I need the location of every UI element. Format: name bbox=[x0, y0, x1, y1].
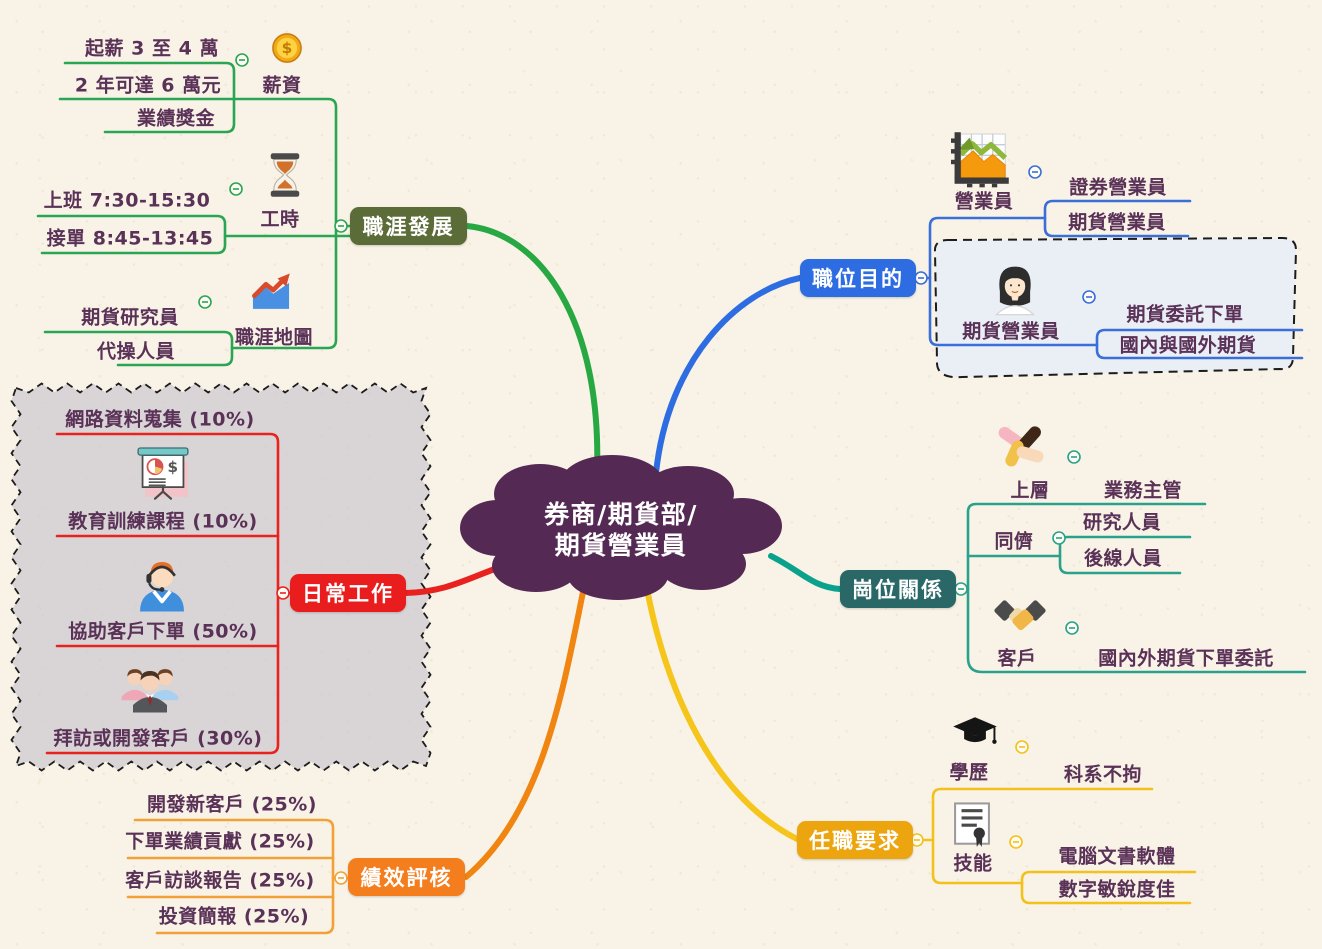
relations-curve bbox=[768, 553, 843, 592]
central-topic-cloud[interactable] bbox=[460, 455, 782, 600]
collapse-toggle[interactable] bbox=[276, 586, 290, 600]
branch-label-performance[interactable]: 績效評核 bbox=[348, 858, 465, 896]
collapse-toggle[interactable] bbox=[954, 582, 968, 596]
central-curves bbox=[402, 223, 843, 880]
branch-label-daily-work[interactable]: 日常工作 bbox=[290, 574, 406, 612]
handshake-icon bbox=[994, 600, 1046, 631]
node-web-data-collection[interactable]: 網路資料蒐集 (10%) bbox=[65, 408, 255, 431]
daily-curve bbox=[402, 563, 506, 596]
node-any-major[interactable]: 科系不拘 bbox=[1063, 763, 1143, 786]
node-futures-sales[interactable]: 期貨營業員 bbox=[1068, 211, 1166, 234]
central-topic-line2[interactable]: 期貨營業員 bbox=[554, 531, 688, 560]
svg-text:$: $ bbox=[168, 458, 179, 476]
collapse-toggle[interactable] bbox=[198, 295, 212, 309]
node-number-sense[interactable]: 數字敏銳度佳 bbox=[1058, 878, 1176, 901]
node-interview-report[interactable]: 客戶訪談報告 (25%) bbox=[125, 869, 315, 892]
collapse-toggle[interactable] bbox=[1009, 835, 1023, 849]
collapse-toggle[interactable] bbox=[1067, 450, 1081, 464]
collapse-toggle[interactable] bbox=[1082, 290, 1096, 304]
branch-label-purpose[interactable]: 職位目的 bbox=[800, 259, 916, 297]
node-office-software[interactable]: 電腦文書軟體 bbox=[1058, 845, 1176, 868]
node-working-hours[interactable]: 工時 bbox=[260, 208, 300, 231]
node-investment-brief[interactable]: 投資簡報 (25%) bbox=[158, 905, 310, 928]
node-domestic-foreign[interactable]: 國內與國外期貨 bbox=[1119, 334, 1257, 357]
trend-chart-icon bbox=[252, 273, 290, 309]
graduation-cap-icon bbox=[953, 717, 997, 744]
node-securities-sales[interactable]: 證券營業員 bbox=[1069, 176, 1167, 199]
node-back-office[interactable]: 後線人員 bbox=[1083, 547, 1163, 570]
central-topic-line1[interactable]: 券商/期貨部/ bbox=[544, 500, 698, 529]
node-education[interactable]: 學歷 bbox=[949, 761, 989, 784]
node-futures-orders[interactable]: 期貨委託下單 bbox=[1126, 303, 1244, 326]
node-assist-orders[interactable]: 協助客戶下單 (50%) bbox=[68, 620, 258, 643]
node-performance-bonus[interactable]: 業績獎金 bbox=[136, 107, 216, 130]
node-trading-operator[interactable]: 代操人員 bbox=[96, 340, 176, 363]
certificate-icon bbox=[954, 802, 990, 847]
node-futures-commission[interactable]: 國內外期貨下單委託 bbox=[1098, 647, 1274, 670]
collapse-toggle[interactable] bbox=[1065, 621, 1079, 635]
node-customers[interactable]: 客戶 bbox=[997, 647, 1037, 670]
hourglass-icon bbox=[270, 153, 300, 197]
career-curve bbox=[464, 223, 601, 476]
node-work-time[interactable]: 上班 7:30-15:30 bbox=[43, 189, 211, 212]
bar-chart-icon bbox=[951, 132, 1009, 188]
node-salesperson[interactable]: 營業員 bbox=[954, 190, 1014, 213]
hands-together-icon bbox=[998, 426, 1044, 467]
node-upper-level[interactable]: 上層 bbox=[1010, 479, 1050, 502]
collapse-toggle[interactable] bbox=[334, 871, 348, 885]
collapse-toggle[interactable] bbox=[334, 219, 348, 233]
node-skills[interactable]: 技能 bbox=[953, 852, 993, 875]
node-peers[interactable]: 同儕 bbox=[994, 530, 1034, 553]
node-starting-salary[interactable]: 起薪 3 至 4 萬 bbox=[85, 37, 219, 60]
purpose-branch-lines bbox=[914, 199, 1304, 360]
node-futures-researcher[interactable]: 期貨研究員 bbox=[81, 306, 179, 329]
svg-text:$: $ bbox=[282, 39, 293, 57]
collapse-toggle[interactable] bbox=[1052, 531, 1066, 545]
woman-avatar-icon bbox=[994, 266, 1036, 316]
node-order-contribution[interactable]: 下單業績貢獻 (25%) bbox=[125, 830, 315, 853]
collapse-toggle[interactable] bbox=[229, 182, 243, 196]
branch-label-career[interactable]: 職涯發展 bbox=[350, 207, 467, 245]
team-icon bbox=[121, 669, 179, 713]
node-training-course[interactable]: 教育訓練課程 (10%) bbox=[68, 510, 258, 533]
purpose-curve bbox=[653, 275, 803, 476]
node-researchers[interactable]: 研究人員 bbox=[1082, 511, 1162, 534]
requirements-curve bbox=[644, 586, 800, 842]
branch-label-relations[interactable]: 崗位關係 bbox=[840, 570, 956, 608]
node-futures-salesperson[interactable]: 期貨營業員 bbox=[962, 320, 1060, 343]
support-agent-icon bbox=[140, 562, 184, 612]
collapse-toggle[interactable] bbox=[914, 271, 928, 285]
node-business-manager[interactable]: 業務主管 bbox=[1103, 479, 1183, 502]
node-visit-customers[interactable]: 拜訪或開發客戶 (30%) bbox=[53, 727, 263, 750]
daily-work-boundary-zone bbox=[10, 382, 432, 772]
branch-label-requirements[interactable]: 任職要求 bbox=[797, 821, 913, 859]
node-career-map[interactable]: 職涯地圖 bbox=[234, 326, 314, 349]
node-order-time[interactable]: 接單 8:45-13:45 bbox=[46, 227, 214, 250]
performance-curve bbox=[463, 584, 587, 880]
presentation-icon: $ bbox=[137, 447, 189, 500]
career-branch-lines bbox=[36, 61, 352, 367]
coin-icon: $ bbox=[272, 33, 302, 63]
node-salary[interactable]: 薪資 bbox=[262, 74, 302, 97]
collapse-toggle[interactable] bbox=[235, 53, 249, 67]
node-new-customers[interactable]: 開發新客戶 (25%) bbox=[147, 793, 317, 816]
collapse-toggle[interactable] bbox=[1028, 165, 1042, 179]
collapse-toggle[interactable] bbox=[1015, 740, 1029, 754]
node-salary-growth[interactable]: 2 年可達 6 萬元 bbox=[74, 74, 222, 97]
